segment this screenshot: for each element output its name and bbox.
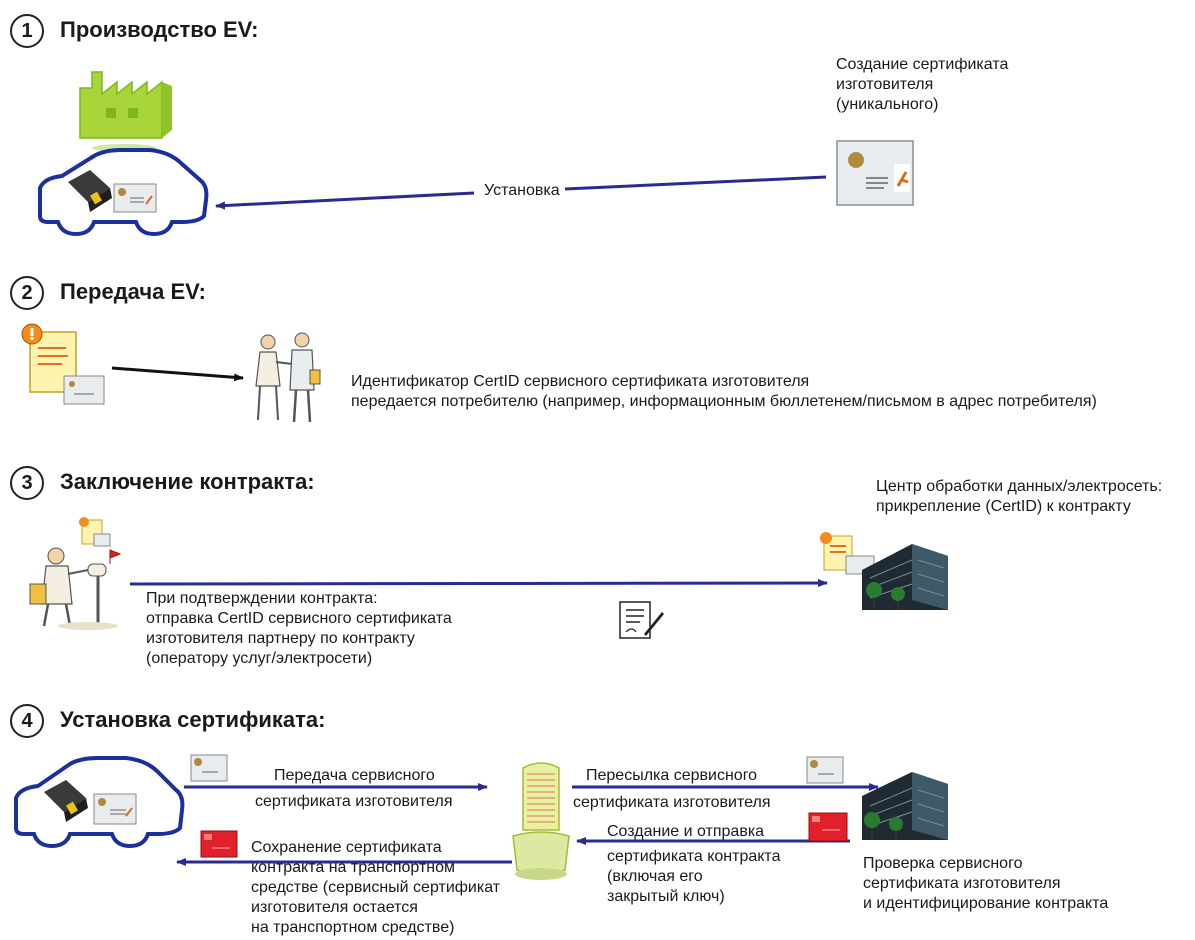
send-certid-note-line: При подтверждении контракта: — [146, 590, 378, 607]
create-send-note-line: сертификата контракта — [607, 848, 781, 865]
transfer-label-top: Передача сервисного — [274, 767, 435, 784]
contract-arrow — [129, 579, 828, 588]
save-certificate-note-line: средстве (сервисный сертификат — [251, 879, 501, 896]
control-unit-icon — [68, 170, 112, 212]
section-4-number: 4 — [10, 704, 44, 738]
save-certificate-note: Сохранение сертификата контракта на тран… — [251, 838, 500, 938]
verify-note-line: и идентифицирование контракта — [863, 895, 1109, 912]
datacenter-note-line: прикрепление (CertID) к контракту — [876, 498, 1131, 515]
send-certid-note: При подтверждении контракта: отправка Ce… — [146, 589, 452, 669]
send-certid-note-line: отправка CertID сервисного сертификата — [146, 610, 452, 627]
manufacturer-note-line: Создание сертификата — [836, 56, 1009, 73]
transfer-label-bottom: сертификата изготовителя — [255, 793, 453, 810]
contract-certificate-icon-red-right — [808, 812, 848, 842]
install-label: Установка — [484, 182, 560, 199]
factory-icon — [79, 71, 172, 152]
section-4-title: Установка сертификата: — [60, 707, 326, 732]
forward-label-bottom: сертификата изготовителя — [573, 794, 771, 811]
save-certificate-note-line: контракта на транспортном — [251, 859, 456, 876]
verify-note: Проверка сервисного сертификата изготови… — [863, 854, 1108, 914]
datacenter-note: Центр обработки данных/электросеть: прик… — [876, 477, 1162, 517]
handover-description-line: передается потребителю (например, информ… — [351, 393, 1097, 410]
handover-description: Идентификатор CertID сервисного сертифик… — [351, 372, 1097, 412]
car-icon-s1 — [38, 148, 209, 237]
section-2-number: 2 — [10, 276, 44, 310]
charging-station-icon — [512, 762, 570, 880]
create-send-note-line: (включая его — [607, 868, 703, 885]
contract-certificate-icon-red-left — [200, 830, 238, 858]
car-icon-s4 — [14, 756, 185, 849]
send-certid-note-line: (оператору услуг/электросети) — [146, 650, 373, 667]
install-arrow — [215, 175, 827, 210]
handover-arrow — [111, 366, 244, 382]
certificate-icon-transfer — [190, 754, 228, 782]
section-2-title: Передача EV: — [60, 279, 206, 304]
handover-description-line: Идентификатор CertID сервисного сертифик… — [351, 373, 810, 390]
manufacturer-note-line: изготовителя — [836, 76, 934, 93]
certificate-icon-car-s1 — [113, 183, 157, 213]
send-certid-note-line: изготовителя партнеру по контракту — [146, 630, 415, 647]
section-3-title: Заключение контракта: — [60, 469, 315, 494]
certificate-icon-forward — [806, 756, 844, 784]
create-send-note: Создание и отправка сертификата контракт… — [607, 822, 780, 907]
section-3-number: 3 — [10, 466, 44, 500]
handshake-people-icon — [255, 332, 321, 423]
customer-mailbox-icon — [29, 517, 122, 630]
control-unit-icon — [44, 780, 88, 822]
verify-note-line: сертификата изготовителя — [863, 875, 1061, 892]
datacenter-note-line: Центр обработки данных/электросеть: — [876, 478, 1163, 495]
signed-contract-icon — [619, 601, 664, 639]
section-1-number: 1 — [10, 14, 44, 48]
forward-label-top: Пересылка сервисного — [586, 767, 758, 784]
manufacturer-note-line: (уникального) — [836, 96, 939, 113]
section-1-title: Производство EV: — [60, 17, 259, 42]
save-certificate-note-line: Сохранение сертификата — [251, 839, 442, 856]
backend-building-icon — [862, 772, 948, 840]
certificate-icon-s1 — [836, 140, 914, 206]
datacenter-building-icon — [820, 532, 948, 610]
save-certificate-note-line: на транспортном средстве) — [251, 919, 455, 936]
manufacturer-note: Создание сертификата изготовителя (уника… — [836, 55, 1008, 115]
document-with-certificate-icon — [21, 323, 105, 405]
save-certificate-note-line: изготовителя остается — [251, 899, 418, 916]
verify-note-line: Проверка сервисного — [863, 855, 1023, 872]
create-send-note-line: Создание и отправка — [607, 823, 765, 840]
create-send-note-line: закрытый ключ) — [607, 888, 725, 905]
certificate-icon-car-s4 — [93, 793, 137, 825]
